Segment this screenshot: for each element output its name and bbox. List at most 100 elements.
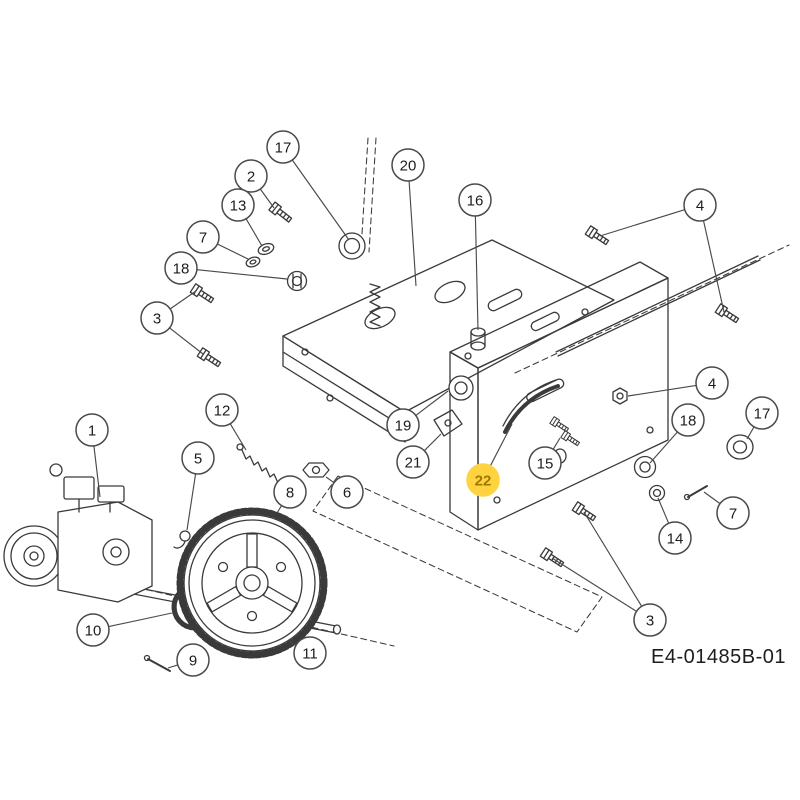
callout-number: 4 [708,375,716,392]
leader-line [408,180,417,287]
callout-circle[interactable] [76,613,110,647]
leader-line [415,390,449,416]
callout-9[interactable]: 9 [167,643,210,677]
callout-circle[interactable] [186,220,220,254]
callout-circle[interactable] [683,188,717,222]
callout-circle[interactable] [164,251,198,285]
callout-circle[interactable] [396,445,430,479]
washer-7-left [245,256,261,268]
leader-line [229,423,247,451]
leader-line [196,269,288,280]
callout-circle[interactable] [221,188,255,222]
callout-circle[interactable] [458,183,492,217]
callout-circle[interactable] [695,366,729,400]
compression-spring [369,283,381,327]
leader-line [583,511,643,607]
callout-22[interactable]: 22 [466,423,513,497]
callout-11[interactable]: 11 [289,636,327,670]
callout-number: 6 [343,484,351,501]
callout-21[interactable]: 21 [396,433,442,479]
mounting-bracket [433,409,463,437]
hex-nut-4-right [612,387,628,405]
callout-12[interactable]: 12 [205,393,247,451]
callout-circle[interactable] [330,475,364,509]
callout-2[interactable]: 2 [234,159,275,209]
callout-number: 1 [88,422,96,439]
callout-circle[interactable] [633,603,667,637]
curved-bracket [502,379,560,434]
callout-circle[interactable] [266,130,300,164]
callout-circle[interactable] [658,521,692,555]
leader-line [167,664,178,669]
washer-13 [257,242,275,256]
callout-number: 3 [646,612,654,629]
callout-circle[interactable] [75,413,109,447]
leader-line [489,423,513,467]
leader-line [291,159,350,241]
callout-number: 2 [247,168,255,185]
leader-line [245,218,263,247]
callout-circle[interactable] [140,301,174,335]
callout-19[interactable]: 19 [386,390,449,442]
leader-line [474,215,479,331]
callout-4[interactable]: 4 [599,188,725,313]
leader-line [108,612,173,628]
callout-number: 5 [194,450,202,467]
callout-10[interactable]: 10 [76,612,173,647]
callout-1[interactable]: 1 [75,413,109,498]
leader-line [217,243,249,260]
callout-number: 14 [667,530,684,547]
diagram-code: E4-01485B-01 [651,646,786,668]
callout-number: 22 [475,472,492,489]
spacer-cap [470,327,486,351]
callout-6[interactable]: 6 [325,475,364,509]
callout-circle[interactable] [716,496,750,530]
callout-17[interactable]: 17 [745,396,779,440]
leader-line [259,188,275,209]
callout-18[interactable]: 18 [649,403,705,464]
frame-weldment [282,239,615,443]
callout-20[interactable]: 20 [391,148,425,287]
callout-7[interactable]: 7 [703,491,750,530]
callout-circle[interactable] [671,403,705,437]
callout-circle[interactable] [293,636,327,670]
callout-3[interactable]: 3 [140,290,204,355]
callout-16[interactable]: 16 [458,183,492,331]
callout-circle[interactable] [181,441,215,475]
cotter-pin-9 [143,654,171,672]
callout-14[interactable]: 14 [657,497,692,555]
callout-3[interactable]: 3 [551,511,667,637]
callout-circle[interactable] [234,159,268,193]
callout-number: 15 [537,455,554,472]
callout-circle[interactable] [386,408,420,442]
callout-5[interactable]: 5 [181,441,215,531]
callout-7[interactable]: 7 [186,220,249,260]
callout-circle[interactable] [391,148,425,182]
callout-circle[interactable] [466,463,500,497]
callout-circle[interactable] [205,393,239,427]
callout-4[interactable]: 4 [627,366,729,400]
callout-number: 11 [302,645,318,662]
callout-circle[interactable] [745,396,779,430]
callout-17[interactable]: 17 [266,130,350,241]
leader-line [627,384,697,397]
engine-assembly [3,463,153,603]
callout-circle[interactable] [176,643,210,677]
screw-7-right [683,485,708,501]
leader-line [702,220,725,313]
callout-8[interactable]: 8 [273,475,307,514]
callout-number: 19 [395,417,412,434]
leader-line [657,497,670,524]
callout-13[interactable]: 13 [221,188,263,247]
callout-number: 16 [467,192,484,209]
callout-circle[interactable] [273,475,307,509]
callout-number: 8 [286,484,294,501]
callout-number: 10 [85,622,102,639]
callout-number: 17 [754,405,771,422]
callout-15[interactable]: 15 [528,437,562,480]
leader-line [423,433,442,452]
callout-circle[interactable] [528,446,562,480]
callout-18[interactable]: 18 [164,251,288,285]
shift-rod [555,255,761,357]
